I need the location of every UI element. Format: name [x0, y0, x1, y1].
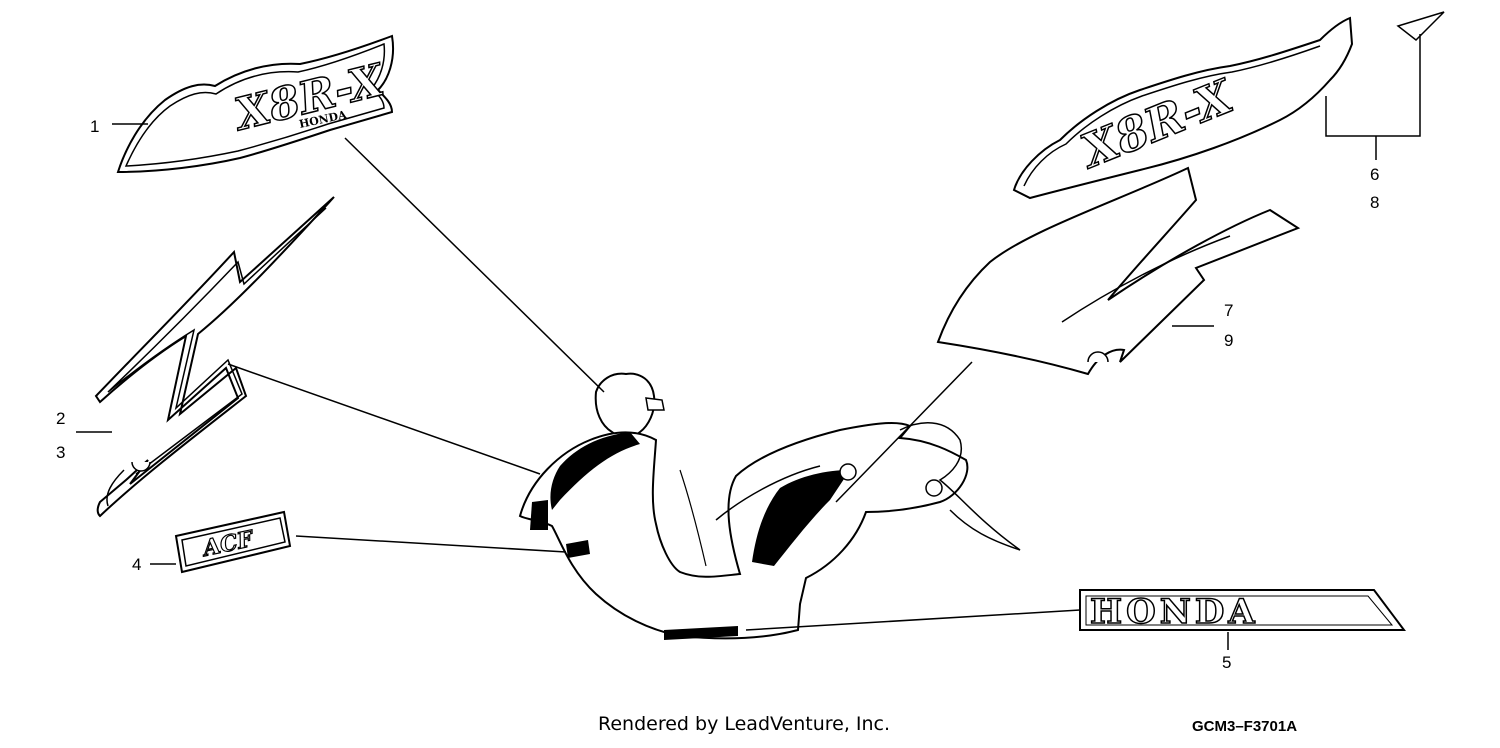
decal-acf[interactable]: ACF: [174, 510, 292, 574]
callout-7: 7: [1224, 301, 1233, 320]
decal-x8rx-left[interactable]: X8R-X HONDA: [116, 34, 394, 174]
diagram-code: GCM3–F3701A: [1192, 718, 1298, 735]
footer-credit: Rendered by LeadVenture, Inc.: [598, 713, 891, 735]
leader-4: [295, 535, 567, 553]
leader-5: [745, 609, 1081, 631]
leader-2-3: [227, 363, 541, 475]
scooter-body: [518, 372, 1021, 640]
callouts: 1 2 3 4 5 6 7 8 9: [56, 117, 1379, 672]
callout-1: 1: [90, 117, 99, 136]
leader-6-8-bracket: [1325, 34, 1421, 137]
decal-honda-large[interactable]: HONDA: [1079, 589, 1406, 633]
decal-triangle-tip: [1396, 11, 1445, 41]
callout-2: 2: [56, 409, 65, 428]
leader-lines: [76, 34, 1421, 650]
honda-large-text: HONDA: [1090, 592, 1259, 632]
callout-3: 3: [56, 443, 65, 462]
callout-5: 5: [1222, 653, 1231, 672]
decal-x8rx-right[interactable]: X8R-X: [1012, 11, 1445, 200]
callout-9: 9: [1224, 331, 1233, 350]
callout-8: 8: [1370, 193, 1379, 212]
decal-stripe-right[interactable]: [936, 166, 1301, 376]
callout-6: 6: [1370, 165, 1379, 184]
leader-1: [344, 137, 605, 393]
leader-7-9: [835, 361, 973, 503]
callout-4: 4: [132, 555, 141, 574]
decal-stripe-left[interactable]: [94, 196, 335, 518]
